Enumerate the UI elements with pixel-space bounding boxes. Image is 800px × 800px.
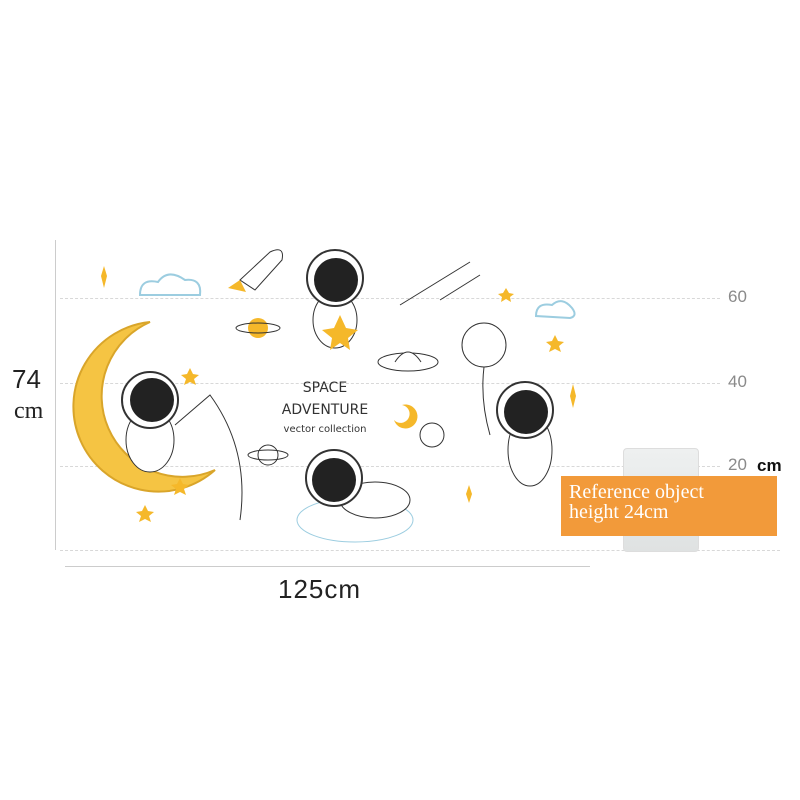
astronaut-star-icon xyxy=(306,249,364,350)
art-subtitle: vector collection xyxy=(283,424,367,435)
tick-40: 40 xyxy=(728,372,747,391)
reference-line1: Reference object xyxy=(569,481,704,503)
tick-60: 60 xyxy=(728,287,747,306)
gridline-0 xyxy=(60,550,780,551)
width-label: 125cm xyxy=(278,574,362,604)
ufo-icon xyxy=(377,351,439,429)
moon-icon xyxy=(72,321,216,493)
art-title-line1: SPACE xyxy=(302,380,348,396)
gridline-20 xyxy=(60,466,720,467)
tick-20: 20 xyxy=(728,455,747,474)
rocket-icon xyxy=(228,249,283,292)
gridline-40 xyxy=(60,383,720,384)
astronaut-sleeping-icon xyxy=(296,449,414,543)
star-icons xyxy=(101,266,576,522)
astronaut-fishing-icon xyxy=(121,371,243,521)
art-title-line2: ADVENTURE xyxy=(281,402,369,418)
astronaut-balloon-icon xyxy=(461,322,554,487)
gridline-60 xyxy=(60,298,720,299)
planet-icon xyxy=(235,318,445,466)
reference-line2: height 24cm xyxy=(569,501,669,523)
height-unit: cm xyxy=(14,398,44,424)
width-ruler xyxy=(65,566,590,567)
cloud-icon xyxy=(138,273,576,320)
comet-icon xyxy=(399,261,481,306)
reference-label: Reference object height 24cm xyxy=(561,476,777,536)
tick-unit: cm xyxy=(757,456,782,475)
height-label: 74 xyxy=(12,364,41,394)
height-ruler xyxy=(55,240,56,550)
